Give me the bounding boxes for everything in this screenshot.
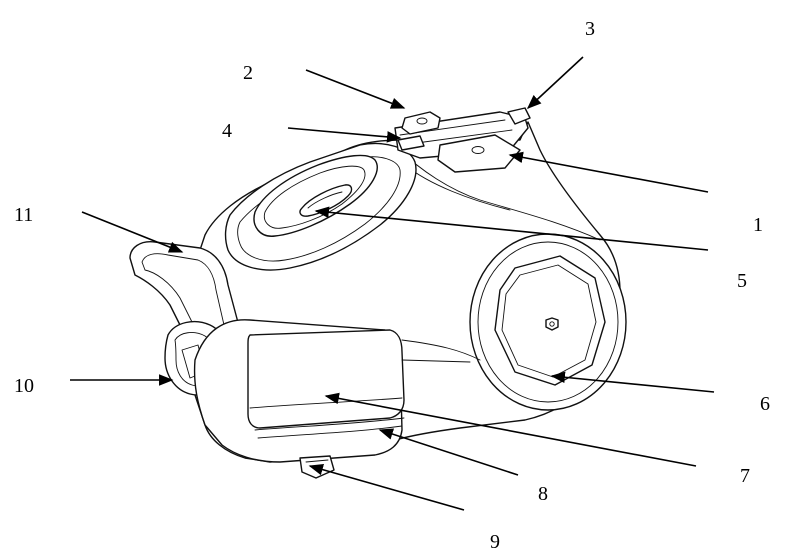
leader-9: [308, 464, 465, 511]
callout-2: 2: [243, 62, 253, 84]
callout-11: 11: [14, 204, 33, 226]
callout-10: 10: [14, 375, 34, 397]
callout-3: 3: [585, 18, 595, 40]
callout-6: 6: [760, 393, 770, 415]
front-wheel: [299, 455, 335, 479]
callout-9: 9: [490, 531, 500, 553]
leader-3: [526, 56, 584, 109]
callout-4: 4: [222, 120, 232, 142]
leader-1: [508, 151, 709, 193]
handle-recess: [253, 154, 378, 237]
rail-tab: [507, 107, 531, 125]
dust-container: [247, 329, 405, 429]
leader-4: [287, 127, 402, 143]
callout-5: 5: [737, 270, 747, 292]
callout-labels: 2 3 4 1 5 11 6 10 7 8 9: [14, 18, 770, 553]
cord-rewind-button: [401, 111, 441, 135]
leader-lines: [70, 56, 715, 511]
power-indicator: [397, 135, 425, 151]
vacuum-body: [129, 107, 627, 479]
leader-7: [324, 392, 697, 467]
leader-6: [550, 371, 715, 393]
callout-8: 8: [538, 483, 548, 505]
leader-5: [314, 206, 709, 251]
callout-7: 7: [740, 465, 750, 487]
leader-2: [305, 69, 406, 109]
leader-8: [378, 428, 519, 476]
side-cover-screw: [545, 317, 559, 331]
leader-11: [81, 211, 184, 253]
callout-1: 1: [753, 214, 763, 236]
